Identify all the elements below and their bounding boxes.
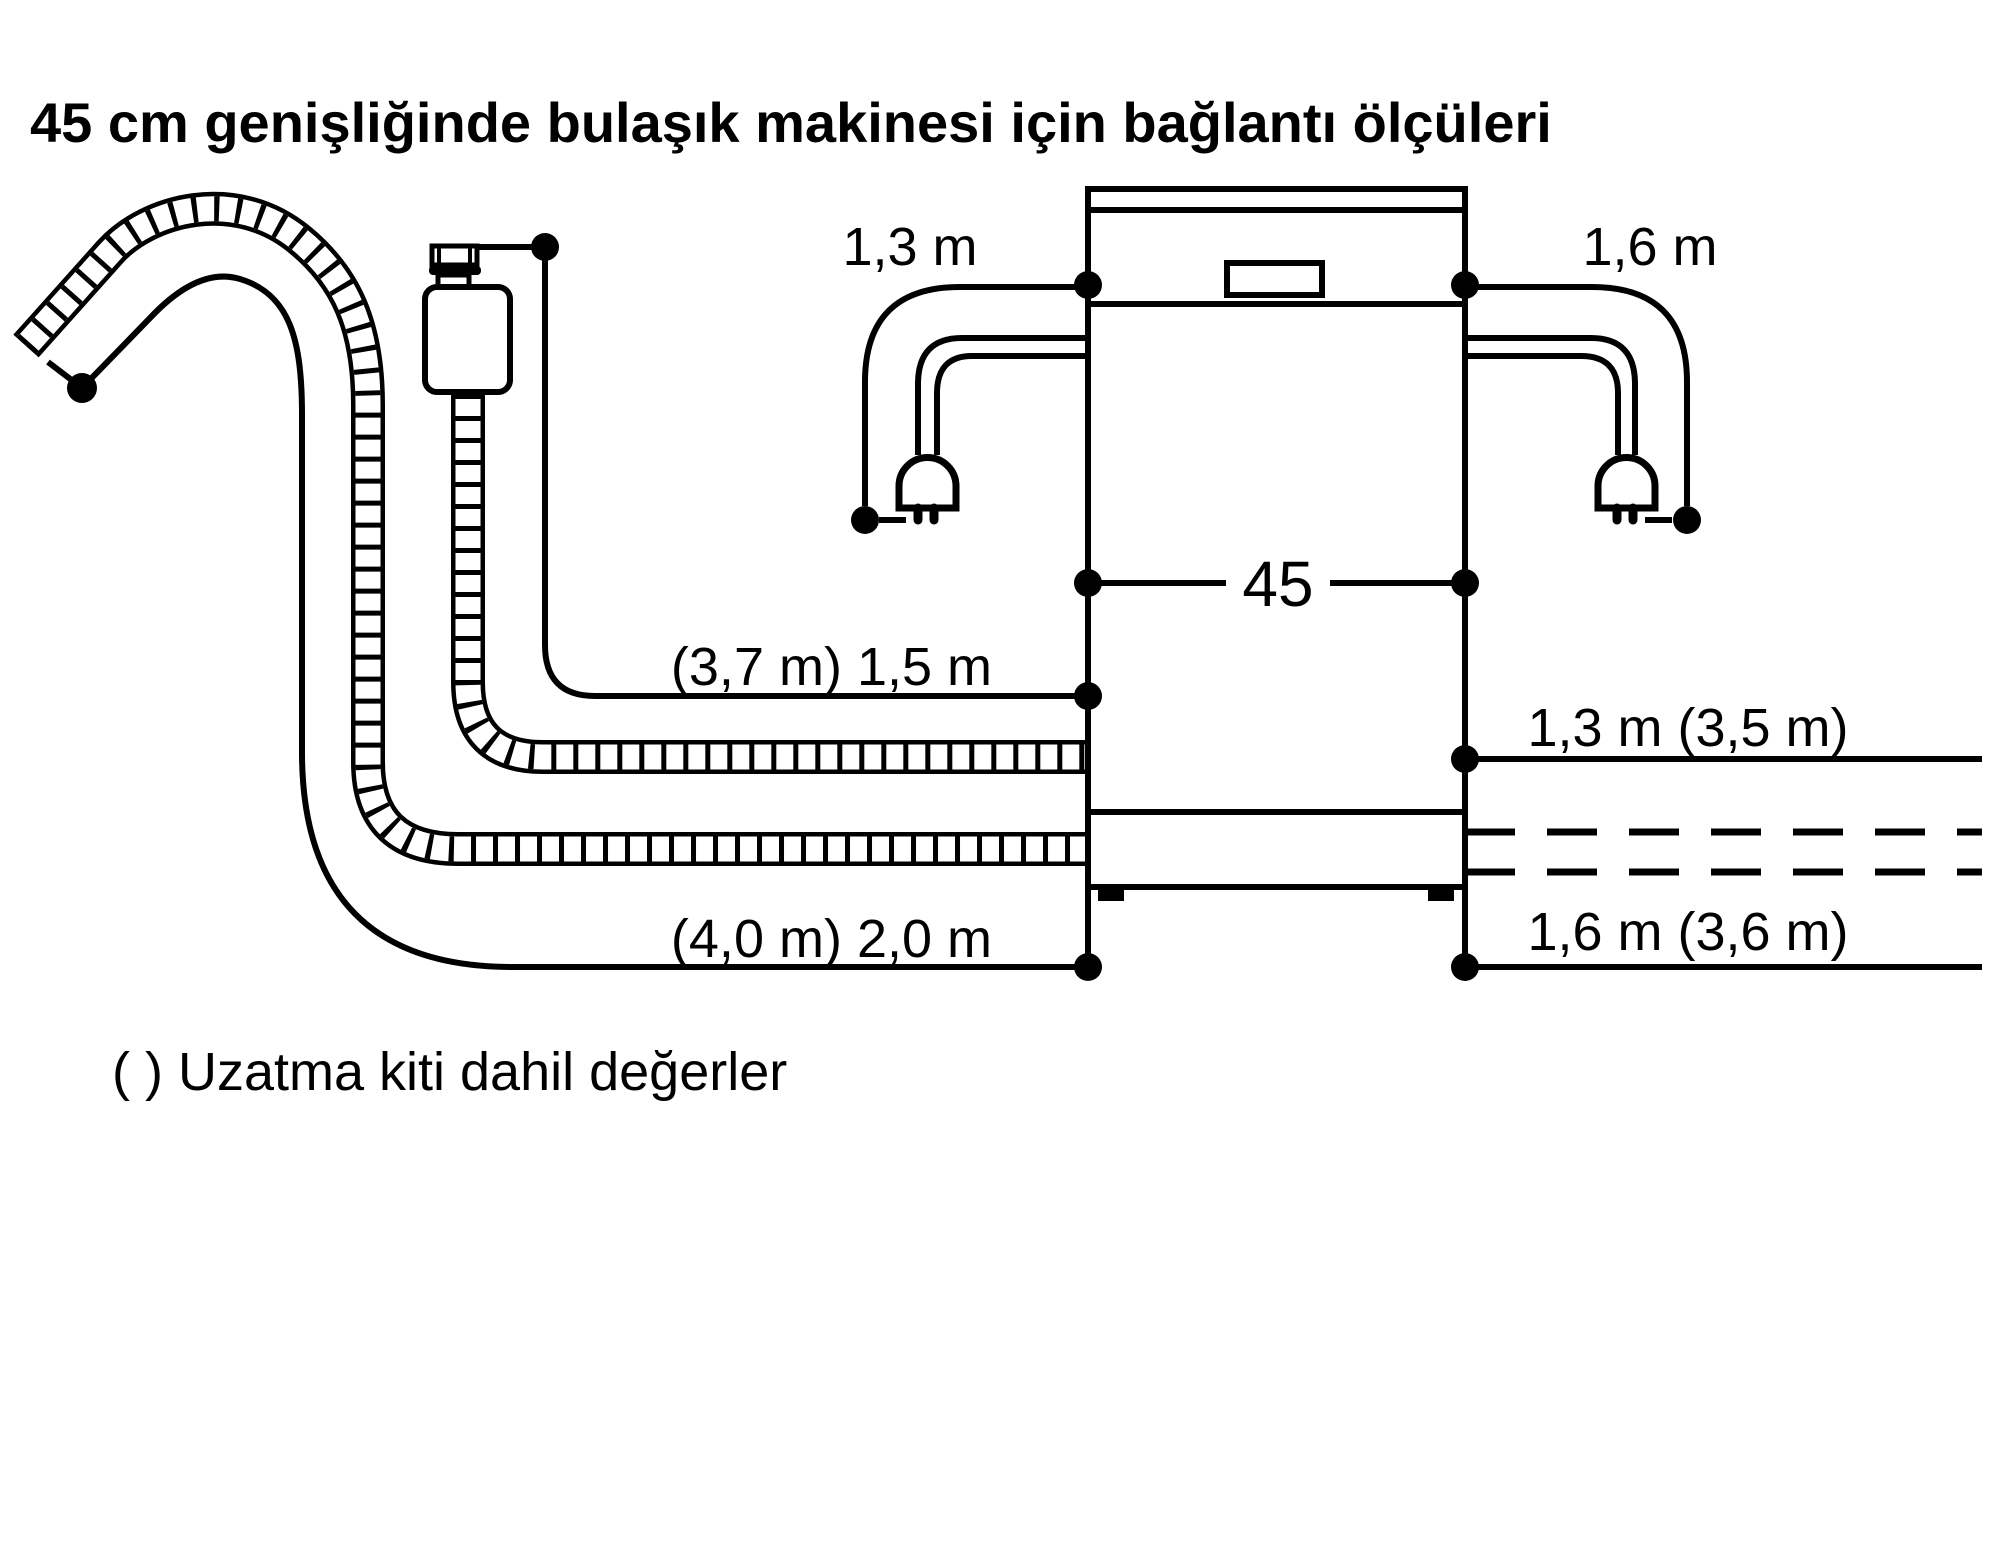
dim-line bbox=[862, 284, 1088, 506]
label-drain-hose: (4,0 m) 2,0 m bbox=[671, 909, 992, 969]
label-inlet-right: 1,3 m (3,5 m) bbox=[1527, 698, 1848, 758]
dim-dot bbox=[1451, 569, 1479, 597]
dim-inlet-right bbox=[1451, 745, 1982, 773]
dim-line bbox=[1465, 284, 1690, 506]
cord-line bbox=[915, 335, 1088, 455]
supply-hose-ribs bbox=[468, 394, 1088, 757]
label-drain-right: 1,6 m (3,6 m) bbox=[1527, 902, 1848, 962]
supply-hose-outline bbox=[468, 394, 1088, 757]
dim-dot bbox=[1673, 506, 1701, 534]
power-cord-left bbox=[895, 335, 1088, 525]
valve-nut bbox=[429, 243, 480, 268]
cord-line bbox=[1465, 335, 1638, 455]
cord-line bbox=[1465, 353, 1621, 455]
supply-hose-inner bbox=[468, 394, 1088, 757]
dim-drain-hose bbox=[46, 273, 1102, 981]
dim-cord-left bbox=[851, 271, 1102, 534]
label-width-45: 45 bbox=[1242, 548, 1313, 620]
dim-dot bbox=[1074, 569, 1102, 597]
dim-drain-right bbox=[1451, 890, 1982, 981]
water-valve bbox=[422, 243, 513, 395]
dim-dot bbox=[531, 233, 559, 261]
dim-dot bbox=[1074, 953, 1102, 981]
dim-dot bbox=[1451, 271, 1479, 299]
power-cord-right bbox=[1465, 335, 1659, 525]
dim-dot bbox=[851, 506, 879, 534]
valve-body bbox=[422, 284, 513, 395]
control-panel bbox=[1224, 260, 1325, 298]
dim-supply-hose bbox=[479, 233, 1102, 710]
power-plug-left-icon bbox=[895, 454, 960, 512]
dashed-hose-extensions bbox=[1465, 828, 1982, 876]
label-cord-right: 1,6 m bbox=[1582, 217, 1717, 277]
footnote: ( ) Uzatma kiti dahil değerler bbox=[112, 1042, 787, 1102]
dim-dot bbox=[67, 373, 97, 403]
page-title: 45 cm genişliğinde bulaşık makinesi için… bbox=[30, 91, 1552, 154]
foot-left bbox=[1098, 888, 1124, 901]
foot-right bbox=[1428, 888, 1454, 901]
power-plug-right-icon bbox=[1594, 454, 1659, 512]
dim-cord-right bbox=[1451, 271, 1701, 534]
cord-line bbox=[934, 353, 1088, 455]
dim-dot bbox=[1074, 271, 1102, 299]
dim-line bbox=[542, 260, 1082, 699]
dishwasher bbox=[1085, 186, 1468, 901]
supply-hose bbox=[468, 394, 1088, 757]
dim-dot bbox=[1074, 682, 1102, 710]
label-supply-hose: (3,7 m) 1,5 m bbox=[671, 637, 992, 697]
label-cord-left: 1,3 m bbox=[842, 217, 977, 277]
dim-line bbox=[79, 273, 1082, 970]
dim-width bbox=[1074, 569, 1479, 597]
dim-dot bbox=[1451, 745, 1479, 773]
dim-dot bbox=[1451, 953, 1479, 981]
